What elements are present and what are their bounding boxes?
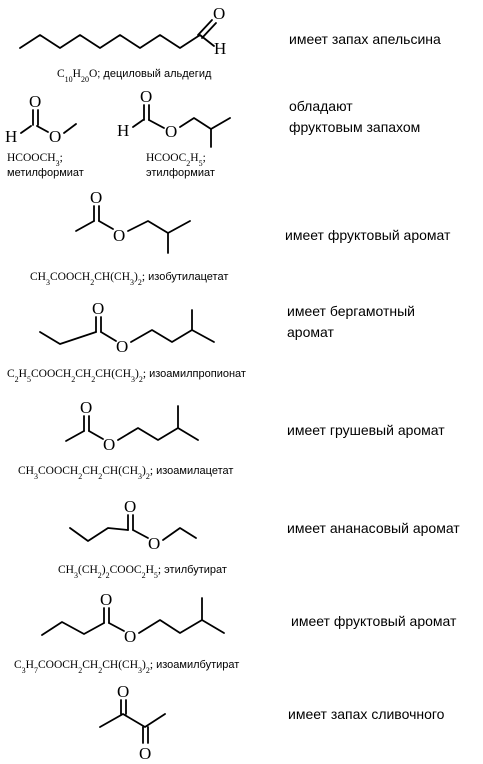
isobutyl-acetate-methyl-bond (75, 220, 95, 232)
isoamyl-propionate-oxygen-carbonyl: O (92, 299, 104, 318)
ethyl-butyrate-propyl-bonds (69, 527, 129, 542)
isoamyl-acetate-methyl-bond (65, 430, 85, 442)
aroma-diacetyl: имеет запах сливочного (288, 706, 445, 722)
formula-isobutyl-acetate: CH3COOCH2CH(CH3)2; изобутилацетат (30, 271, 228, 287)
diacetyl-oxygen-bottom: O (139, 744, 151, 763)
methyl-formate-o-ch3-bond (63, 123, 77, 134)
isoamyl-butyrate-alkyl-bonds (138, 619, 225, 634)
decyl-aldehyde-structure: O H (19, 4, 226, 58)
isoamyl-propionate-c-o-bond (100, 331, 117, 342)
formula-ethyl-butyrate: CH3(CH2)2COOC2H5; этилбутират (58, 564, 227, 580)
formula-methyl-formate: HCOOCH3; (7, 152, 63, 168)
methyl-formate-ether-oxygen: O (49, 127, 61, 146)
name-isoamyl-propionate: изоамилпропионат (146, 368, 246, 380)
ethyl-formate-hc-bond (132, 119, 144, 128)
formula-isoamyl-butyrate: C3H7COOCH2CH2CH(CH3)2; изоамилбутират (14, 659, 239, 675)
isoamyl-propionate-ethyl-bonds (39, 331, 97, 345)
isoamyl-butyrate-oxygen-carbonyl: O (100, 590, 112, 609)
aldehyde-hydrogen-atom: H (214, 39, 226, 58)
isoamyl-acetate-ether-oxygen: O (103, 435, 115, 454)
aroma-isoamyl-butyrate: имеет фруктовый аромат (291, 613, 457, 629)
ethyl-butyrate-c-o-bond (132, 529, 149, 539)
aroma-isobutyl-acetate: имеет фруктовый аромат (285, 227, 451, 243)
isobutyl-acetate-alkyl-bonds (127, 220, 191, 234)
aroma-isoamyl-propionate-line2: аромат (287, 324, 334, 340)
isoamyl-propionate-ether-oxygen: O (116, 337, 128, 356)
aroma-isoamyl-propionate-line1: имеет бергамотный (287, 303, 415, 319)
name-isoamyl-butyrate: изоамилбутират (153, 659, 239, 671)
isoamyl-butyrate-structure: O O (41, 590, 225, 646)
aldehyde-oxygen-atom: O (213, 4, 225, 23)
name-decyl-aldehyde: ; дециловый альдегид (97, 68, 212, 80)
formula-decyl-aldehyde: C10H20O; дециловый альдегид (57, 68, 212, 84)
methyl-formate-hc-bond (20, 125, 32, 134)
aroma-formates-line2: фруктовым запахом (289, 119, 420, 135)
ethyl-formate-structure: O H O (117, 87, 231, 148)
formula-ethyl-formate: HCOOC2H5; (146, 152, 206, 168)
isoamyl-propionate-structure: O O (39, 299, 215, 356)
ethyl-formate-hydrogen: H (117, 121, 129, 140)
aroma-formates-line1: обладают (289, 98, 353, 114)
ethyl-butyrate-oxygen-carbonyl: O (124, 497, 136, 516)
isoamyl-acetate-c-o-bond (88, 430, 104, 440)
isoamyl-butyrate-propyl-bonds (41, 621, 105, 636)
ethyl-butyrate-ethyl-bonds (162, 527, 197, 541)
name-methyl-formate: метилформиат (7, 167, 84, 179)
formula-isoamyl-propionate: C2H5COOCH2CH2CH(CH3)2; изоамилпропионат (7, 368, 246, 384)
diacetyl-oxygen-top: O (117, 682, 129, 701)
isobutyl-acetate-c-o-bond (98, 220, 114, 230)
aldehyde-co-bond-b (201, 22, 217, 39)
aldehyde-co-bond-a (197, 19, 213, 36)
isoamyl-propionate-alkyl-bonds (130, 329, 215, 343)
formula-isoamyl-acetate: CH3COOCH2CH2CH(CH3)2; изоамилацетат (18, 465, 233, 481)
ethyl-formate-ether-oxygen: O (165, 122, 177, 141)
ethyl-formate-oxygen-carbonyl: O (140, 87, 152, 106)
isoamyl-acetate-alkyl-bonds (117, 427, 199, 441)
aroma-ethyl-butyrate: имеет ананасовый аромат (287, 520, 460, 536)
isoamyl-butyrate-c-o-bond (108, 622, 125, 632)
isoamyl-acetate-oxygen-carbonyl: O (80, 398, 92, 417)
ethyl-formate-c-o-bond (148, 119, 165, 129)
diacetyl-backbone-bonds (99, 713, 166, 728)
ethyl-formate-alkyl-bonds (179, 117, 231, 130)
methyl-formate-structure: O H O (5, 92, 77, 146)
isoamyl-acetate-structure: O O (65, 398, 199, 454)
name-isobutyl-acetate: изобутилацетат (145, 271, 228, 283)
name-ethyl-formate: этилформиат (146, 167, 215, 179)
isoamyl-butyrate-ether-oxygen: O (124, 627, 136, 646)
methyl-formate-oxygen-carbonyl: O (29, 92, 41, 111)
ethyl-butyrate-ether-oxygen: O (148, 534, 160, 553)
name-ethyl-butyrate: этилбутират (161, 564, 227, 576)
name-isoamyl-acetate: изоамилацетат (153, 465, 233, 477)
methyl-formate-hydrogen: H (5, 127, 17, 146)
isobutyl-acetate-ether-oxygen: O (113, 226, 125, 245)
decyl-chain-bonds (19, 34, 215, 49)
aroma-isoamyl-acetate: имеет грушевый аромат (287, 422, 445, 438)
ethyl-butyrate-structure: O O (69, 497, 197, 553)
methyl-formate-c-o-bond (36, 125, 49, 133)
isobutyl-acetate-oxygen-carbonyl: O (90, 188, 102, 207)
aroma-decyl-aldehyde: имеет запах апельсина (289, 31, 441, 47)
isobutyl-acetate-structure: O O (75, 188, 191, 254)
diacetyl-structure: O O (99, 682, 166, 763)
